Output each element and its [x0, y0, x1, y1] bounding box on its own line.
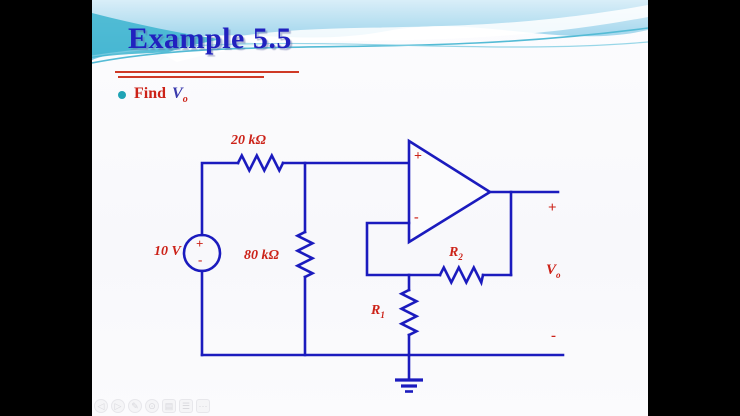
label-20k: 20 kΩ [231, 133, 266, 148]
label-10v: 10 V [154, 244, 181, 259]
bullet-variable-letter: V [172, 85, 183, 102]
slideshow-toolbar: ◁ ▷ ✎ ⊙ ▤ ☰ ⋯ [94, 399, 210, 413]
wire-feedback-left [365, 221, 442, 277]
source-plus-mark: + [196, 236, 204, 251]
resistor-20k [236, 152, 285, 174]
opamp-triangle [407, 138, 493, 245]
label-vo: Vo [546, 262, 561, 280]
bullet-variable-subscript: o [182, 94, 188, 106]
bullet-variable: Vo [172, 85, 188, 105]
label-r2: R2 [449, 245, 463, 262]
pen-tool-button[interactable]: ✎ [128, 399, 142, 413]
resistor-r2 [438, 264, 485, 287]
next-slide-button[interactable]: ▷ [111, 399, 125, 413]
label-r1-subscript: 1 [380, 309, 385, 320]
wire-source-top [200, 161, 240, 237]
swoosh-line-2 [92, 41, 648, 57]
page-title: Example 5.5 [128, 22, 292, 55]
slide: Example 5.5 Find Vo [92, 0, 648, 416]
more-options-button[interactable]: ⋯ [196, 399, 210, 413]
label-r1: R1 [371, 303, 385, 320]
label-r2-subscript: 2 [458, 251, 463, 262]
swoosh-line-1 [92, 27, 648, 64]
prev-slide-button[interactable]: ◁ [94, 399, 108, 413]
bullet-item: Find Vo [118, 85, 188, 105]
output-minus-mark: - [551, 328, 556, 344]
laser-pointer-button[interactable]: ⊙ [145, 399, 159, 413]
captions-button[interactable]: ☰ [179, 399, 193, 413]
resistor-80k [294, 230, 316, 279]
swoosh-white-streak [162, 5, 648, 62]
label-vo-subscript: o [556, 270, 561, 280]
output-plus-mark: + [548, 200, 557, 216]
opamp-noninverting-mark: + [414, 149, 422, 164]
resistor-r1 [398, 288, 420, 337]
bullet-marker-icon [118, 91, 126, 99]
opamp-inverting-mark: - [414, 210, 419, 225]
label-r2-letter: R [449, 245, 459, 260]
circuit-diagram [182, 138, 565, 393]
source-minus-mark: - [198, 252, 203, 267]
bullet-text: Find [134, 85, 167, 102]
title-underline-top [115, 71, 299, 73]
header-swoosh-decoration [92, 0, 648, 64]
title-underline-bottom [118, 76, 264, 78]
label-80k: 80 kΩ [244, 248, 279, 263]
label-vo-letter: V [546, 262, 557, 278]
label-r1-letter: R [371, 303, 381, 318]
see-all-slides-button[interactable]: ▤ [162, 399, 176, 413]
